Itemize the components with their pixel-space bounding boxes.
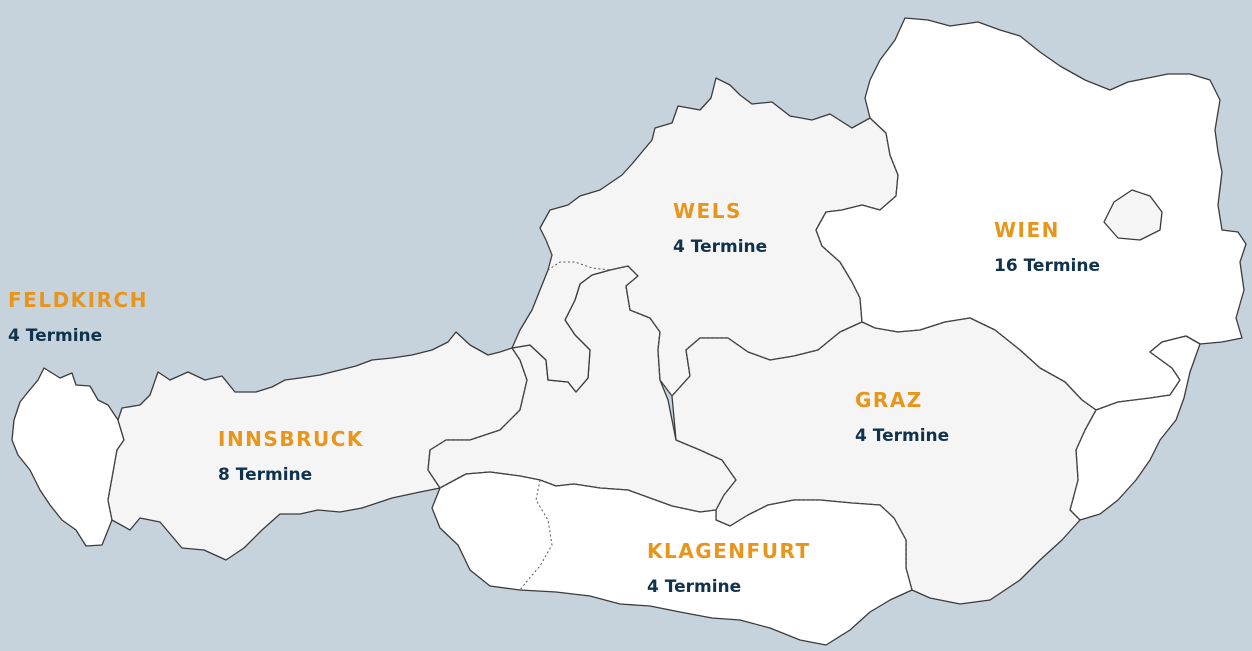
city-termine-count: 4 Termine (855, 426, 950, 446)
city-innsbruck[interactable]: INNSBRUCK 8 Termine (218, 427, 364, 485)
region-vorarlberg[interactable] (11, 367, 125, 547)
city-wels[interactable]: WELS 4 Termine (673, 199, 767, 257)
border-stmk-north (671, 317, 1097, 411)
city-name: FELDKIRCH (8, 288, 148, 312)
city-name: GRAZ (855, 388, 923, 412)
city-termine-count: 16 Termine (994, 256, 1101, 276)
border-vorarlberg-tirol (107, 439, 125, 521)
border-stmk-bgld (1069, 409, 1097, 521)
city-name: WIEN (994, 218, 1060, 242)
city-termine-count: 4 Termine (647, 577, 742, 597)
city-wien[interactable]: WIEN 16 Termine (994, 218, 1100, 276)
border-osttirol (519, 479, 553, 591)
city-termine-count: 4 Termine (8, 326, 103, 346)
region-kaernten[interactable] (431, 471, 913, 646)
border-noe-bgld (1095, 351, 1181, 411)
city-name: INNSBRUCK (218, 427, 364, 451)
city-termine-count: 4 Termine (673, 237, 768, 257)
city-feldkirch[interactable]: FELDKIRCH 4 Termine (8, 288, 148, 346)
city-termine-count: 8 Termine (218, 465, 313, 485)
city-graz[interactable]: GRAZ 4 Termine (855, 388, 949, 446)
city-klagenfurt[interactable]: KLAGENFURT 4 Termine (647, 539, 811, 597)
border-salzburg-ooe (545, 239, 673, 397)
city-name: WELS (673, 199, 742, 223)
city-name: KLAGENFURT (647, 539, 811, 563)
region-wien[interactable] (1103, 189, 1163, 241)
